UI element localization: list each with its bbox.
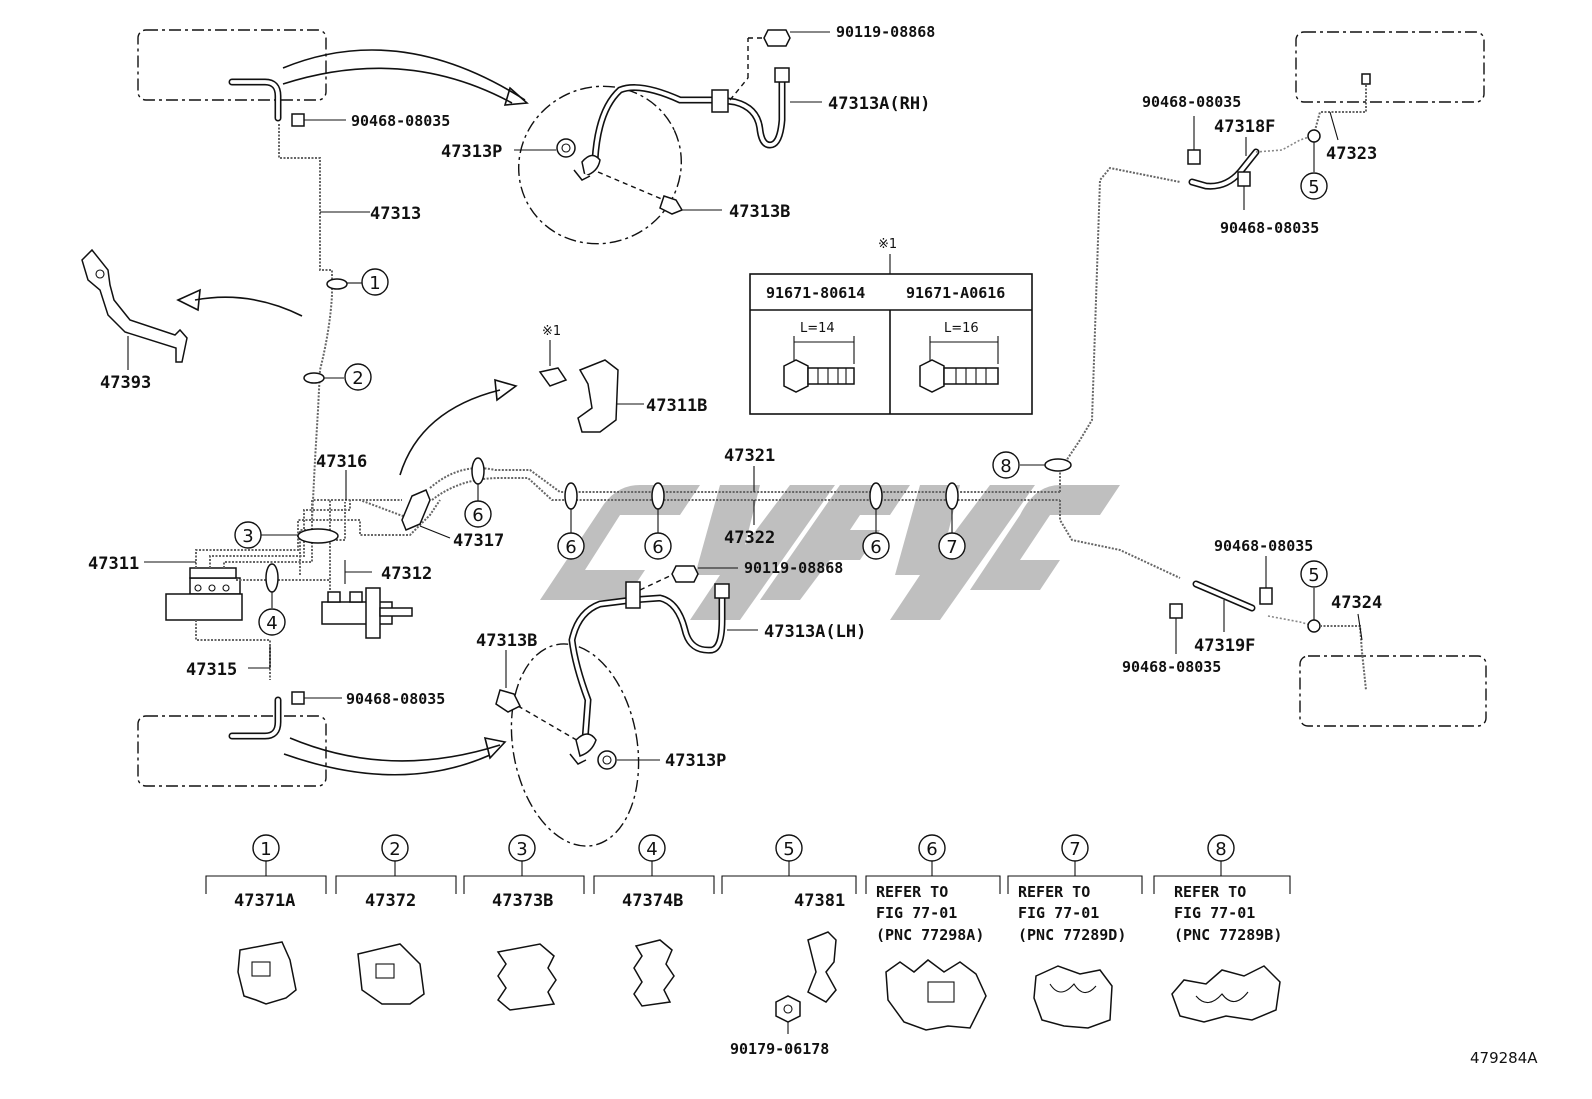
svg-text:6: 6 <box>870 537 881 558</box>
callout-47313P-lh: 47313P <box>665 751 726 771</box>
svg-text:4: 4 <box>646 839 657 860</box>
bolt-length-1: L=14 <box>800 321 835 336</box>
callout-47321: 47321 <box>724 446 775 466</box>
callout-90119-lh: 90119-08868 <box>744 559 843 577</box>
legend-part-90179: 90179-06178 <box>730 1040 829 1058</box>
marker-5-rt: 5 <box>1300 172 1328 200</box>
svg-text:4: 4 <box>266 613 277 634</box>
marker-3: 3 <box>234 521 262 549</box>
svg-text:1: 1 <box>369 273 380 294</box>
legend-7: 7 REFER TO FIG 77-01 (PNC 77289D) <box>1007 834 1143 1029</box>
callout-90468-08035-tl: 90468-08035 <box>351 112 450 130</box>
callout-47312: 47312 <box>381 564 432 584</box>
callout-90468-rt1: 90468-08035 <box>1142 93 1241 111</box>
bracket-47393 <box>81 248 188 363</box>
svg-text:3: 3 <box>242 526 253 547</box>
legend-8-line2: FIG 77-01 <box>1174 904 1255 922</box>
callout-47313A-rh: 47313A(RH) <box>828 94 930 114</box>
callout-47393: 47393 <box>100 373 151 393</box>
legend-part-47373B: 47373B <box>492 891 553 911</box>
svg-text:8: 8 <box>1215 839 1226 860</box>
callout-90468-rt2: 90468-08035 <box>1220 219 1319 237</box>
callout-47318F: 47318F <box>1214 117 1275 137</box>
note-mark-bracket: ※1 <box>542 324 561 339</box>
svg-text:6: 6 <box>652 537 663 558</box>
legend-6: 6 REFER TO FIG 77-01 (PNC 77298A) <box>865 834 1001 1031</box>
svg-text:1: 1 <box>260 839 271 860</box>
figure-number: 479284A <box>1470 1049 1538 1067</box>
callout-47313B-lh: 47313B <box>476 631 537 651</box>
legend-4: 4 47374B <box>593 834 715 1007</box>
legend-8-line1: REFER TO <box>1174 883 1246 901</box>
legend-7-line3: (PNC 77289D) <box>1018 926 1126 944</box>
svg-text:5: 5 <box>1308 177 1319 198</box>
marker-6-a: 6 <box>464 500 492 528</box>
legend-8: 8 REFER TO FIG 77-01 (PNC 77289B) <box>1153 834 1291 1023</box>
svg-text:7: 7 <box>946 537 957 558</box>
callout-47313A-lh: 47313A(LH) <box>764 622 866 642</box>
callout-47315: 47315 <box>186 660 237 680</box>
legend-2: 2 47372 <box>335 834 457 1005</box>
callout-47311: 47311 <box>88 554 139 574</box>
bolt-table: ※1 91671-80614 91671-A0616 L=14 L=16 <box>749 237 1033 415</box>
legend-8-line3: (PNC 77289B) <box>1174 926 1282 944</box>
marker-6-d: 6 <box>862 532 890 560</box>
svg-text:3: 3 <box>516 839 527 860</box>
svg-text:6: 6 <box>926 839 937 860</box>
callout-90119-top: 90119-08868 <box>836 23 935 41</box>
callout-90468-rb2: 90468-08035 <box>1122 658 1221 676</box>
bolt-part-no-1: 91671-80614 <box>766 284 865 302</box>
svg-text:6: 6 <box>472 505 483 526</box>
legend-3: 3 47373B <box>463 834 585 1011</box>
callout-47313P-rh: 47313P <box>441 142 502 162</box>
callout-47313: 47313 <box>370 204 421 224</box>
marker-6-b: 6 <box>557 532 585 560</box>
svg-text:8: 8 <box>1000 456 1011 477</box>
svg-text:6: 6 <box>565 537 576 558</box>
callout-47322: 47322 <box>724 528 775 548</box>
marker-1: 1 <box>361 268 389 296</box>
marker-5-rb: 5 <box>1300 560 1328 588</box>
callout-47319F: 47319F <box>1194 636 1255 656</box>
legend-part-47374B: 47374B <box>622 891 683 911</box>
marker-8: 8 <box>992 451 1020 479</box>
svg-text:5: 5 <box>1308 565 1319 586</box>
legend-6-line1: REFER TO <box>876 883 948 901</box>
svg-text:5: 5 <box>783 839 794 860</box>
callout-90468-08035-bl: 90468-08035 <box>346 690 445 708</box>
marker-6-c: 6 <box>644 532 672 560</box>
legend-part-47371A: 47371A <box>234 891 295 911</box>
callout-47324: 47324 <box>1331 593 1382 613</box>
callout-47323: 47323 <box>1326 144 1377 164</box>
legend-6-line3: (PNC 77298A) <box>876 926 984 944</box>
bolt-length-2: L=16 <box>944 321 979 336</box>
marker-4: 4 <box>258 608 286 636</box>
callout-47317: 47317 <box>453 531 504 551</box>
bolt-part-no-2: 91671-A0616 <box>906 284 1005 302</box>
svg-text:2: 2 <box>352 368 363 389</box>
abs-actuator <box>165 567 243 621</box>
master-cylinder <box>321 587 413 639</box>
callout-47311B: 47311B <box>646 396 707 416</box>
legend-part-47381: 47381 <box>794 891 845 911</box>
callout-90468-rb1: 90468-08035 <box>1214 537 1313 555</box>
legend-1: 1 47371A <box>205 834 327 1005</box>
legend-part-47372: 47372 <box>365 891 416 911</box>
legend-7-line1: REFER TO <box>1018 883 1090 901</box>
note-mark-table: ※1 <box>878 237 897 252</box>
callout-47313B-rh: 47313B <box>729 202 790 222</box>
legend-6-line2: FIG 77-01 <box>876 904 957 922</box>
legend-5: 5 47381 90179-06178 <box>721 834 857 1058</box>
callout-47316: 47316 <box>316 452 367 472</box>
svg-text:2: 2 <box>389 839 400 860</box>
svg-text:7: 7 <box>1069 839 1080 860</box>
marker-2: 2 <box>344 363 372 391</box>
legend-7-line2: FIG 77-01 <box>1018 904 1099 922</box>
marker-7: 7 <box>938 532 966 560</box>
